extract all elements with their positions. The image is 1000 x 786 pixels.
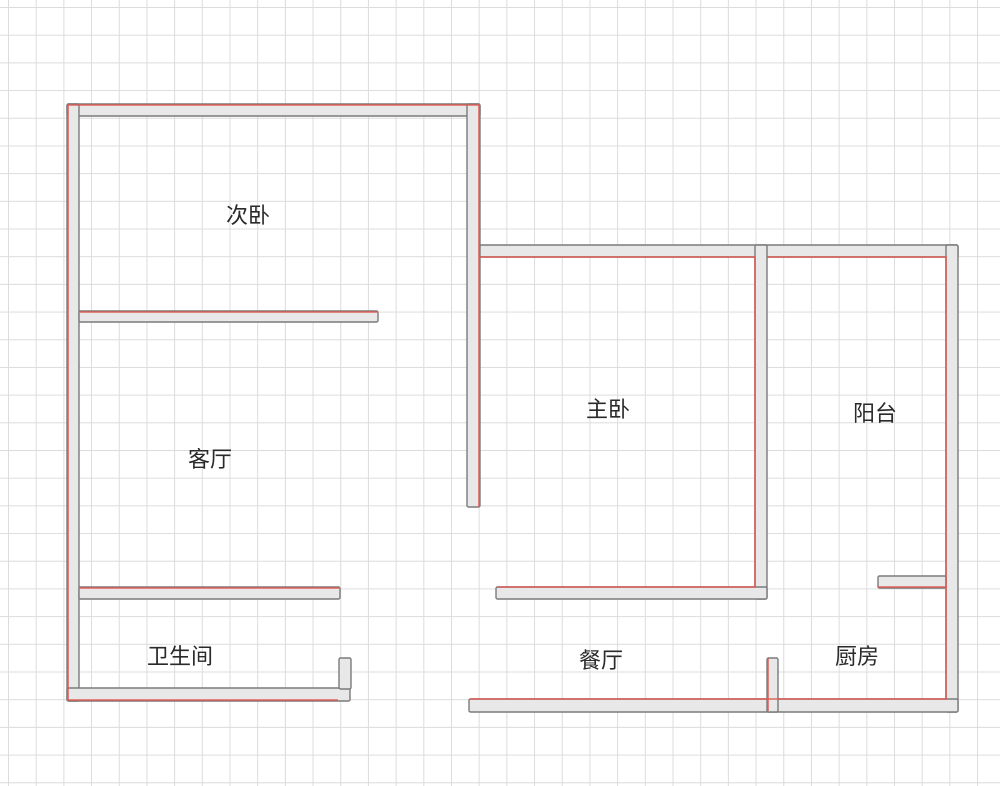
red-line-balcony-kitchen [470,256,947,700]
room-label-kitchen: 厨房 [834,645,880,670]
room-label-master-bedroom: 主卧 [585,398,631,423]
room-label-bathroom: 卫生间 [146,645,214,670]
wall-bathroom-door-stub [338,657,352,690]
wall-center-vertical [466,103,481,508]
wall-bathroom-bottom [66,687,351,702]
wall-right-outer [945,244,959,713]
walls-group [66,103,959,713]
red-lines-group [67,104,947,711]
red-line-left-block [67,104,480,701]
room-label-living-room: 客厅 [187,448,233,473]
wall-master-bottom [495,586,768,600]
room-label-second-bedroom: 次卧 [225,204,271,229]
red-line-master-bedroom [480,256,756,588]
wall-bottom [468,698,959,713]
wall-top-right [479,244,959,258]
wall-bathroom-top [78,586,341,600]
room-label-balcony: 阳台 [852,402,898,427]
wall-master-balcony-divider [754,244,768,600]
wall-second-bedroom-partition [78,310,379,323]
room-label-dining-room: 餐厅 [578,649,624,674]
